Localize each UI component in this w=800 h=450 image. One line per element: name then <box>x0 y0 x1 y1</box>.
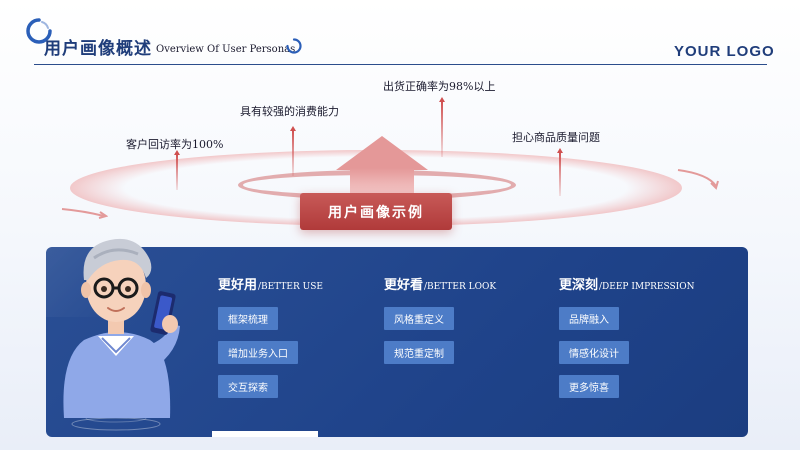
persona-character-illustration <box>63 238 180 431</box>
right-swoosh-arrow-icon <box>677 169 719 190</box>
tag-surprises[interactable]: 更多惊喜 <box>559 375 619 398</box>
column-title-cn: 更好看 <box>384 278 424 293</box>
tag-business-entry[interactable]: 增加业务入口 <box>218 341 298 364</box>
column-header-deep-impression: 更深刻/DEEP IMPRESSION <box>559 274 694 293</box>
up-arrow-stem <box>350 168 414 194</box>
pin-line <box>441 101 443 157</box>
tag-brand[interactable]: 品牌融入 <box>559 307 619 330</box>
pin-tip-icon <box>557 148 563 153</box>
column-title-en: /BETTER USE <box>258 282 323 292</box>
tag-emotional-design[interactable]: 情感化设计 <box>559 341 629 364</box>
annotation-shipping-accuracy: 出货正确率为98%以上 <box>383 80 496 93</box>
header-divider <box>34 64 767 65</box>
column-title-en: /BETTER LOOK <box>424 282 497 292</box>
logo-ring-icon <box>26 18 52 44</box>
tag-style-redefine[interactable]: 风格重定义 <box>384 307 454 330</box>
tag-spec-redefine[interactable]: 规范重定制 <box>384 341 454 364</box>
pin-line <box>559 152 561 196</box>
pin-tip-icon <box>439 97 445 102</box>
pin-line <box>176 154 178 190</box>
bottom-accent-bar <box>212 431 318 437</box>
annotation-quality-concern: 担心商品质量问题 <box>512 131 600 144</box>
column-header-better-look: 更好看/BETTER LOOK <box>384 274 496 293</box>
persona-example-button[interactable]: 用户画像示例 <box>300 193 452 230</box>
column-title-cn: 更好用 <box>218 278 258 293</box>
annotation-spending-power: 具有较强的消费能力 <box>240 105 339 118</box>
left-swoosh-arrow-icon <box>61 208 108 219</box>
pin-tip-icon <box>290 126 296 131</box>
annotation-return-rate: 客户回访率为100% <box>126 138 224 151</box>
subtitle-ring-icon <box>286 38 302 54</box>
column-header-better-use: 更好用/BETTER USE <box>218 274 323 293</box>
page-subtitle: Overview Of User Personas <box>156 44 296 55</box>
pin-line <box>292 130 294 176</box>
tag-framework[interactable]: 框架梳理 <box>218 307 278 330</box>
tag-interaction[interactable]: 交互探索 <box>218 375 278 398</box>
column-title-en: /DEEP IMPRESSION <box>599 282 695 292</box>
pin-tip-icon <box>174 150 180 155</box>
brand-logo: YOUR LOGO <box>674 43 775 60</box>
up-arrow-icon <box>336 136 428 170</box>
page-title: 用户画像概述 <box>44 39 152 59</box>
column-title-cn: 更深刻 <box>559 278 599 293</box>
